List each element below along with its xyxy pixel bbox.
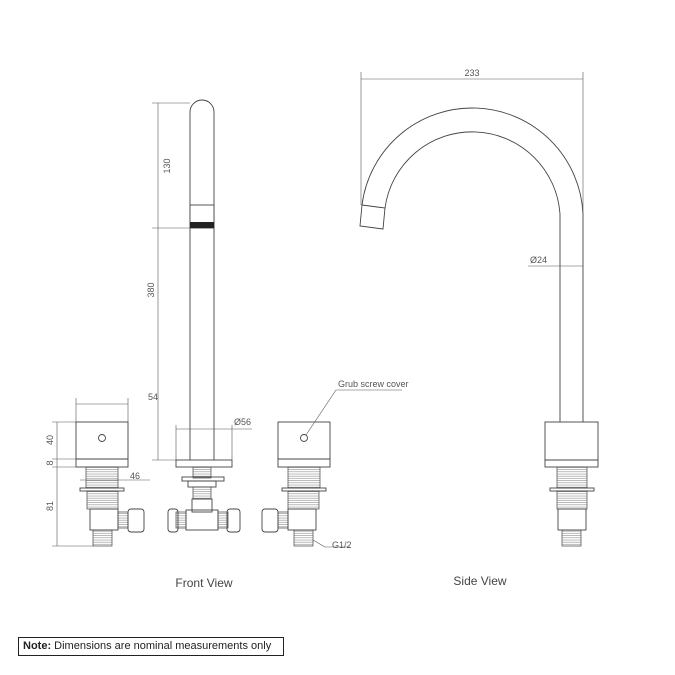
- note-text: Dimensions are nominal measurements only: [51, 640, 272, 652]
- dim-24: Ø24: [530, 255, 547, 265]
- dimension-lines: [52, 72, 584, 548]
- left-handle: [75, 421, 145, 547]
- dim-54: 54: [148, 392, 158, 402]
- note-label: Note:: [23, 640, 52, 652]
- dim-46: 46: [130, 471, 140, 481]
- front-spout: [167, 99, 241, 533]
- dim-40: 40: [45, 435, 55, 445]
- side-spout: [359, 107, 599, 547]
- front-view-caption: Front View: [175, 576, 232, 590]
- dim-56: Ø56: [234, 417, 251, 427]
- grub-screw-label: Grub screw cover: [338, 379, 409, 389]
- dimension-labels: 130 380 54 Ø56 40 8 46 81 233 Ø24 Grub s…: [45, 68, 547, 590]
- right-handle: [261, 421, 331, 547]
- dim-81: 81: [45, 501, 55, 511]
- note-box: Note: Dimensions are nominal measurement…: [18, 637, 284, 656]
- dim-380: 380: [146, 282, 156, 297]
- dim-130: 130: [162, 158, 172, 173]
- side-view-caption: Side View: [453, 574, 506, 588]
- dim-233: 233: [464, 68, 479, 78]
- thread-size-label: G1/2: [332, 540, 352, 550]
- dim-8: 8: [45, 460, 55, 465]
